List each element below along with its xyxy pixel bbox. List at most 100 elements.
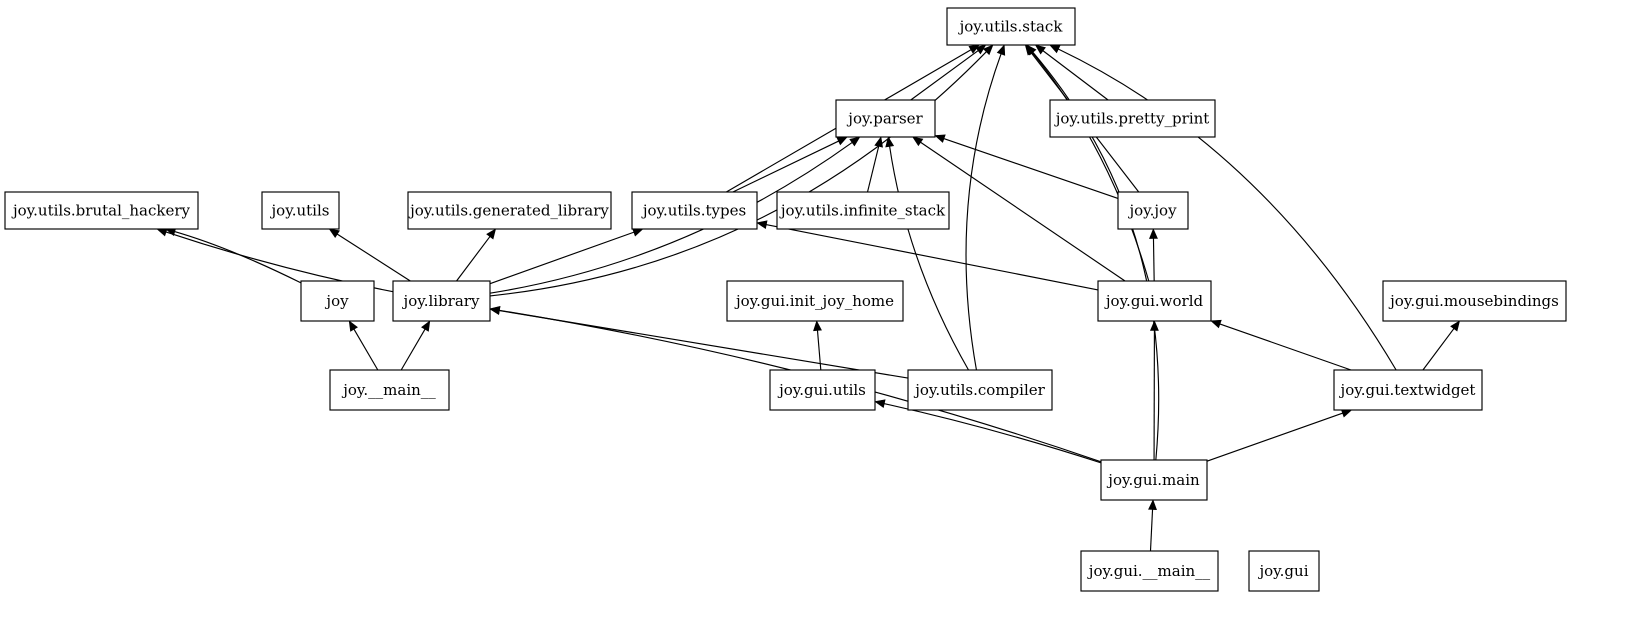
node-joy.__main__[interactable]: joy.__main__: [329, 369, 450, 411]
node-box-joy.utils.brutal_hackery[interactable]: [4, 191, 199, 230]
edge-joy.library-to-joy.parser: [489, 141, 854, 294]
node-box-joy[interactable]: [300, 280, 375, 322]
arrowhead-joy.library-to-joy.parser: [849, 136, 861, 147]
node-joy.gui.__main__[interactable]: joy.gui.__main__: [1080, 550, 1219, 592]
arrowhead-joy.utils.compiler-to-joy.parser: [885, 136, 895, 148]
node-joy.utils.pretty_print[interactable]: joy.utils.pretty_print: [1049, 99, 1216, 138]
edge-joy.gui.main-to-joy.gui.textwidget: [1206, 412, 1344, 462]
node-box-joy.parser[interactable]: [835, 99, 936, 138]
node-box-joy.utils.generated_library[interactable]: [407, 191, 612, 230]
node-joy.gui.mousebindings[interactable]: joy.gui.mousebindings: [1382, 280, 1567, 322]
node-joy.library[interactable]: joy.library: [392, 280, 491, 322]
edge-joy.library-to-joy.utils.stack: [489, 50, 988, 297]
arrowhead-joy.parser-to-joy.utils.stack: [975, 44, 987, 55]
arrowhead-joy.gui.textwidget-to-joy.gui.mousebindings: [1450, 320, 1461, 332]
node-box-joy.utils.compiler[interactable]: [907, 369, 1053, 411]
arrowhead-joy.utils.infinite_stack-to-joy.parser: [874, 136, 883, 148]
node-box-joy.gui[interactable]: [1248, 550, 1320, 592]
edge-joy.utils.compiler-to-joy.utils.stack: [965, 52, 1002, 371]
edge-joy.utils.infinite_stack-to-joy.parser: [866, 145, 880, 193]
node-box-joy.__main__[interactable]: [329, 369, 450, 411]
arrowhead-joy.gui.main-to-joy.gui.utils: [874, 399, 886, 409]
node-joy[interactable]: joy: [300, 280, 375, 322]
node-label-joy.gui.main: joy.gui.main: [1106, 471, 1200, 489]
edge-joy.gui.world-to-joy.parser: [919, 141, 1126, 282]
edge-joy.gui.textwidget-to-joy.gui.world: [1218, 323, 1352, 371]
node-box-joy.gui.__main__[interactable]: [1080, 550, 1219, 592]
node-joy.gui.main[interactable]: joy.gui.main: [1100, 459, 1208, 501]
node-joy.joy[interactable]: joy.joy: [1117, 191, 1189, 230]
node-label-joy.utils.compiler: joy.utils.compiler: [913, 381, 1045, 399]
node-joy.utils.types[interactable]: joy.utils.types: [631, 191, 758, 230]
node-box-joy.gui.world[interactable]: [1097, 280, 1212, 322]
edge-joy.gui.main-to-joy.utils.stack: [1031, 51, 1160, 461]
node-joy.utils.infinite_stack[interactable]: joy.utils.infinite_stack: [776, 191, 950, 230]
node-label-joy.__main__: joy.__main__: [341, 381, 436, 399]
node-joy.gui.init_joy_home[interactable]: joy.gui.init_joy_home: [726, 280, 904, 322]
arrowhead-joy.utils.compiler-to-joy.utils.stack: [996, 44, 1006, 56]
edge-joy.gui.textwidget-to-joy.utils.stack: [1057, 48, 1397, 371]
arrowhead-joy.joy-to-joy.parser: [934, 134, 946, 143]
node-box-joy.utils.infinite_stack[interactable]: [776, 191, 950, 230]
node-label-joy.gui: joy.gui: [1258, 562, 1309, 580]
arrowhead-joy.gui.textwidget-to-joy.utils.stack: [1049, 44, 1061, 54]
edge-joy.utils.compiler-to-joy.parser: [888, 145, 970, 371]
node-label-joy.utils.stack: joy.utils.stack: [958, 18, 1064, 36]
node-box-joy.gui.utils[interactable]: [769, 369, 876, 411]
edge-joy.gui.__main__-to-joy.gui.main: [1149, 508, 1154, 552]
node-joy.utils.stack[interactable]: joy.utils.stack: [946, 7, 1076, 46]
edge-joy.gui.utils-to-joy.gui.init_joy_home: [816, 329, 822, 371]
edge-joy.joy-to-joy.parser: [942, 137, 1119, 200]
node-label-joy.utils.generated_library: joy.utils.generated_library: [408, 202, 609, 220]
node-joy.parser[interactable]: joy.parser: [835, 99, 936, 138]
arrowhead-joy.gui.main-to-joy.utils.stack: [1026, 44, 1037, 56]
node-joy.gui[interactable]: joy.gui: [1248, 550, 1320, 592]
node-box-joy.gui.init_joy_home[interactable]: [726, 280, 904, 322]
arrowhead-joy.__main__-to-joy: [348, 320, 358, 332]
arrowhead-joy.utils.pretty_print-to-joy.utils.stack: [1034, 44, 1046, 55]
node-box-joy.joy[interactable]: [1117, 191, 1189, 230]
arrowhead-joy.utils.types-to-joy.parser: [836, 136, 848, 146]
node-box-joy.utils.pretty_print[interactable]: [1049, 99, 1216, 138]
node-label-joy.utils.pretty_print: joy.utils.pretty_print: [1054, 110, 1210, 128]
node-joy.gui.textwidget[interactable]: joy.gui.textwidget: [1333, 369, 1483, 411]
node-box-joy.library[interactable]: [392, 280, 491, 322]
arrowhead-joy.gui.world-to-joy.joy: [1149, 228, 1158, 239]
edge-joy.utils.pretty_print-to-joy.utils.stack: [1041, 49, 1109, 101]
node-joy.utils[interactable]: joy.utils: [261, 191, 340, 230]
node-label-joy.gui.world: joy.gui.world: [1104, 292, 1204, 310]
edge-joy.gui.main-to-joy.gui.utils: [883, 402, 1102, 464]
node-box-joy.gui.main[interactable]: [1100, 459, 1208, 501]
node-joy.utils.generated_library[interactable]: joy.utils.generated_library: [407, 191, 612, 230]
node-label-joy.utils.types: joy.utils.types: [641, 202, 746, 220]
node-label-joy: joy: [324, 292, 349, 310]
node-label-joy.gui.utils: joy.gui.utils: [777, 381, 866, 399]
node-box-joy.gui.textwidget[interactable]: [1333, 369, 1483, 411]
node-box-joy.utils[interactable]: [261, 191, 340, 230]
edge-joy.library-to-joy.utils.generated_library: [456, 235, 491, 282]
edge-joy-to-joy.utils.brutal_hackery: [173, 230, 302, 284]
edge-joy.gui.world-to-joy.utils.types: [765, 223, 1099, 291]
node-label-joy.parser: joy.parser: [846, 110, 923, 128]
node-label-joy.joy: joy.joy: [1127, 202, 1177, 220]
node-joy.utils.compiler[interactable]: joy.utils.compiler: [907, 369, 1053, 411]
node-box-joy.utils.stack[interactable]: [946, 7, 1076, 46]
edge-joy.parser-to-joy.utils.stack: [910, 49, 980, 101]
arrowhead-joy.gui.utils-to-joy.gui.init_joy_home: [813, 320, 822, 332]
node-label-joy.gui.textwidget: joy.gui.textwidget: [1339, 381, 1476, 399]
nodes-layer: joy.utils.stack joy.parser joy.utils.prett…: [4, 7, 1567, 592]
node-label-joy.utils.brutal_hackery: joy.utils.brutal_hackery: [11, 202, 191, 220]
edge-joy.gui.textwidget-to-joy.gui.mousebindings: [1422, 327, 1455, 371]
node-joy.utils.brutal_hackery[interactable]: joy.utils.brutal_hackery: [4, 191, 199, 230]
edge-joy.gui.world-to-joy.joy: [1152, 237, 1155, 282]
edge-joy.__main__-to-joy: [352, 328, 379, 371]
node-joy.gui.world[interactable]: joy.gui.world: [1097, 280, 1212, 322]
node-joy.gui.utils[interactable]: joy.gui.utils: [769, 369, 876, 411]
node-box-joy.utils.types[interactable]: [631, 191, 758, 230]
node-box-joy.gui.mousebindings[interactable]: [1382, 280, 1567, 322]
edge-joy.library-to-joy.utils.types: [489, 231, 635, 285]
arrowhead-joy.__main__-to-joy.library: [421, 320, 431, 332]
edge-joy.utils.types-to-joy.parser: [732, 140, 840, 193]
